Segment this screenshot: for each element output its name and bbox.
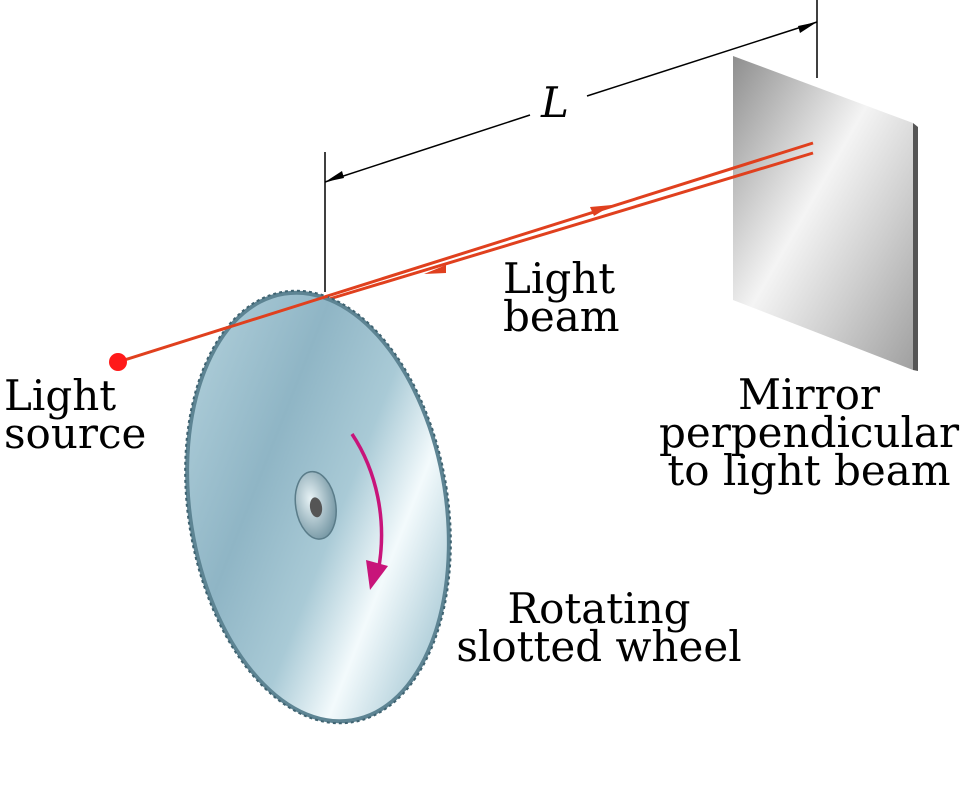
mirror-label: Mirror perpendicular to light beam (652, 370, 966, 495)
arrowhead-icon (590, 205, 612, 216)
light-beam-label: Light beam (503, 254, 620, 341)
light-beam-label-line2: beam (503, 292, 620, 341)
curved-arrow-icon (350, 433, 388, 590)
mirror-label-line1: Mirror (738, 370, 880, 419)
wheel-label-line2: slotted wheel (456, 622, 742, 671)
mirror (733, 56, 918, 371)
light-source-label-line1: Light (4, 371, 117, 420)
distance-dimension (324, 0, 818, 292)
mirror-label-line2: perpendicular (658, 408, 960, 457)
light-beam-front (219, 294, 329, 332)
arrowhead-icon (424, 265, 446, 274)
mirror-label-line3: to light beam (667, 446, 951, 495)
light-source-label-line2: source (4, 409, 147, 458)
wheel-label-line1: Rotating (507, 584, 691, 633)
light-source-label: Light source (4, 371, 147, 458)
light-beam-label-line1: Light (503, 254, 616, 303)
slotted-wheel (184, 289, 452, 725)
distance-label: L (541, 78, 569, 127)
wheel-label: Rotating slotted wheel (450, 584, 748, 671)
red-dot-icon (109, 353, 127, 371)
